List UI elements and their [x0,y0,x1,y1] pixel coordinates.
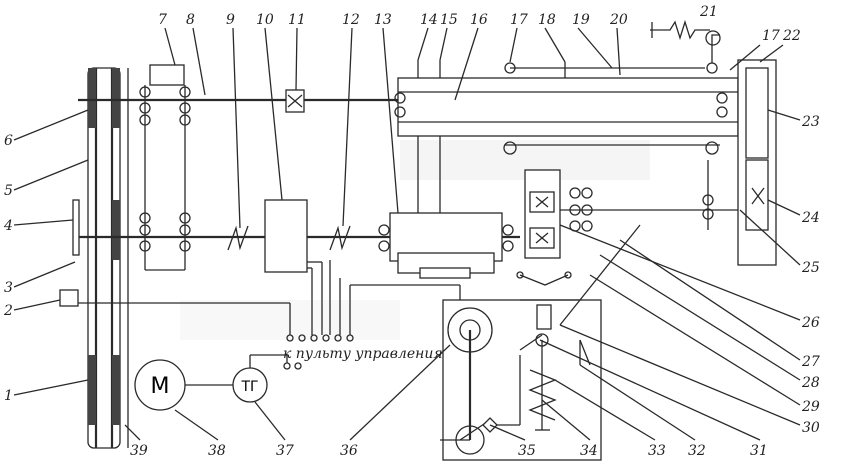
label-29: 29 [801,399,820,415]
tacho-symbol: ТГ [240,379,258,395]
label-24: 24 [801,210,820,226]
part-4 [72,199,80,256]
label-33: 33 [648,443,666,459]
label-2: 2 [3,303,13,319]
label-4: 4 [3,218,13,234]
label-27: 27 [801,354,820,370]
label-17: 17 [510,12,528,28]
control-panel-caption: к пульту управления [283,346,443,362]
coupling-12 [329,225,351,251]
label-3: 3 [4,280,13,296]
label-36: 36 [340,443,358,459]
label-26: 26 [801,315,820,331]
unit-10 [264,199,308,273]
label-19: 19 [572,12,590,28]
label-17b: 17 [762,28,780,44]
unit-22-24 [737,59,777,266]
label-31: 31 [750,443,768,459]
chain-drive [87,67,129,449]
label-20: 20 [609,12,628,28]
part-2 [59,289,79,307]
unit-13-14 [378,60,514,279]
label-16: 16 [470,12,488,28]
control-unit [442,271,602,461]
label-9: 9 [226,12,235,28]
part-labels: 1 2 3 4 5 6 7 8 9 10 11 12 13 14 15 16 1… [3,4,820,459]
label-5: 5 [4,183,13,199]
label-18: 18 [538,12,556,28]
gearbox-25-26 [524,160,738,259]
label-39: 39 [130,443,148,459]
label-28: 28 [801,375,820,391]
label-11: 11 [288,12,306,28]
label-15: 15 [440,12,458,28]
unit-15-16 [394,77,739,155]
coupling-9 [227,225,249,251]
label-8: 8 [186,12,195,28]
label-14: 14 [420,12,438,28]
label-37: 37 [276,443,294,459]
terminal-block [283,334,354,370]
label-22: 22 [782,28,801,44]
label-21: 21 [699,4,718,20]
label-32: 32 [688,443,706,459]
label-6: 6 [4,133,13,149]
label-10: 10 [256,12,274,28]
label-30: 30 [802,420,820,436]
label-13: 13 [374,12,392,28]
motor-symbol: M [151,374,170,399]
label-7: 7 [158,12,167,28]
label-38: 38 [208,443,226,459]
gear-set-7 [139,64,191,271]
label-25: 25 [801,260,820,276]
lever-mechanism [504,19,721,78]
label-1: 1 [4,388,13,404]
label-35: 35 [518,443,536,459]
label-23: 23 [801,114,820,130]
leader-lines [13,27,801,441]
label-12: 12 [342,12,360,28]
link-27 [559,224,641,326]
label-34: 34 [580,443,598,459]
